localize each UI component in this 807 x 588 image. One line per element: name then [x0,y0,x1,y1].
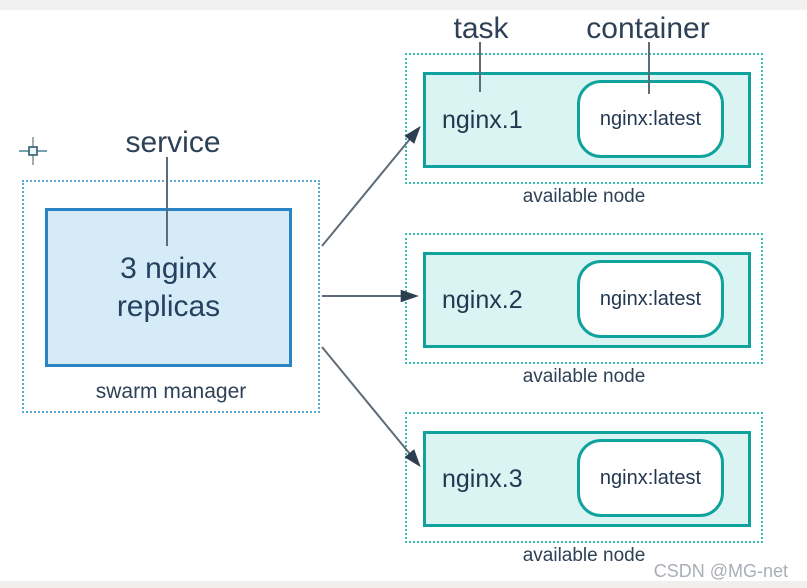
node-2-container-box: nginx:latest [577,260,724,338]
node-1-group: nginx.1 nginx:latest available node [405,53,763,207]
node-1-container-box: nginx:latest [577,80,724,158]
node-2-container-image: nginx:latest [599,287,702,310]
service-replicas-text: 3 nginx replicas [116,252,221,323]
node-1-task-name: nginx.1 [442,105,523,134]
crosshair-center-square [28,146,38,156]
node-3-task-name: nginx.3 [442,464,523,493]
node-1-container-image: nginx:latest [599,107,702,130]
top-edge-strip [0,0,807,10]
swarm-manager-group: 3 nginx replicas swarm manager [22,180,320,413]
node-3-container-box: nginx:latest [577,439,724,517]
node-1-task-box: nginx.1 nginx:latest [423,72,751,168]
bottom-edge-strip [0,581,807,588]
watermark: CSDN @MG-net [653,561,788,581]
swarm-manager-caption: swarm manager [95,380,247,403]
node-3-caption: available node [522,545,646,566]
node-3-container-image: nginx:latest [599,466,702,489]
service-box: 3 nginx replicas [45,208,292,367]
crosshair-cursor-icon [19,137,47,165]
node-2-group: nginx.2 nginx:latest available node [405,233,763,387]
node-2-caption: available node [522,366,646,387]
node-1-caption: available node [522,186,646,207]
container-label: container [586,12,710,45]
task-label: task [453,12,509,45]
service-label: service [125,126,221,159]
node-2-task-box: nginx.2 nginx:latest [423,252,751,348]
node-3-group: nginx.3 nginx:latest available node [405,412,763,566]
node-3-task-box: nginx.3 nginx:latest [423,431,751,527]
node-2-task-name: nginx.2 [442,285,523,314]
